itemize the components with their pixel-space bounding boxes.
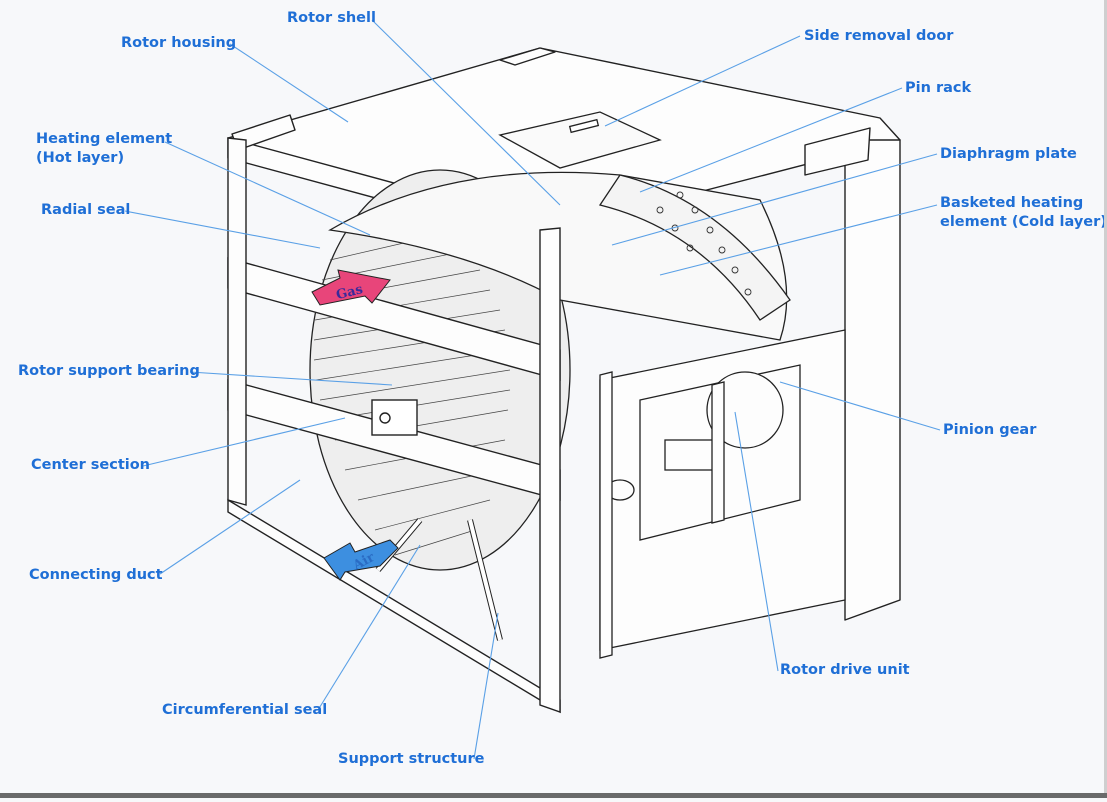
- leader-center-section: [142, 417, 346, 467]
- leader-side-removal-door: [604, 35, 801, 127]
- leader-connecting-duct: [159, 479, 301, 575]
- label-basketed-cold-line2: element (Cold layer): [940, 214, 1107, 230]
- label-center-section: Center section: [31, 457, 151, 473]
- leader-rotor-shell: [371, 19, 561, 206]
- drive-motor: [664, 439, 716, 471]
- door-handle: [568, 118, 600, 134]
- drive-post-left: [599, 371, 613, 659]
- label-rotor-support-bearing: Rotor support bearing: [18, 363, 200, 379]
- label-pinion-gear: Pinion gear: [943, 422, 1037, 438]
- leader-radial-seal: [124, 210, 321, 249]
- label-radial-seal: Radial seal: [41, 202, 131, 218]
- leader-support-structure: [473, 612, 499, 760]
- leader-rotor-drive-unit: [734, 411, 779, 672]
- label-support-structure: Support structure: [338, 751, 485, 767]
- label-heating-element-hot-line2: (Hot layer): [36, 150, 125, 166]
- gas-flow-label: Gas: [335, 282, 365, 303]
- label-heating-element-hot: Heating element (Hot layer): [36, 130, 172, 168]
- leader-heating-element-hot: [164, 141, 371, 236]
- label-pin-rack: Pin rack: [905, 80, 972, 96]
- leader-rotor-housing: [229, 43, 349, 123]
- label-diaphragm-plate: Diaphragm plate: [940, 146, 1077, 162]
- page-edge: [1104, 0, 1107, 798]
- drive-post-right: [711, 381, 725, 524]
- label-basketed-heating-element-cold: Basketed heating element (Cold layer): [940, 194, 1107, 232]
- leader-diaphragm-plate: [611, 153, 938, 246]
- leader-basketed-cold: [659, 204, 938, 276]
- rotor-support-bearing: [371, 399, 418, 436]
- housing-top-lip-right: [804, 127, 871, 176]
- leader-rotor-support-bearing: [189, 371, 393, 386]
- leader-pinion-gear: [779, 381, 941, 431]
- pinion-gear: [706, 371, 784, 449]
- housing-left-frame: [227, 137, 247, 506]
- leader-pin-rack: [639, 87, 903, 193]
- scan-bottom-edge: [0, 793, 1107, 798]
- label-side-removal-door: Side removal door: [804, 28, 954, 44]
- leader-circumferential-seal: [317, 544, 421, 711]
- label-basketed-cold-line1: Basketed heating: [940, 195, 1084, 211]
- housing-back-rail: [499, 47, 556, 66]
- side-removal-door: [498, 111, 662, 169]
- label-rotor-drive-unit: Rotor drive unit: [780, 662, 910, 678]
- pin-rack-holes: [656, 191, 752, 296]
- gas-flow-arrow: Gas: [311, 269, 391, 306]
- label-heating-element-hot-line1: Heating element: [36, 131, 173, 147]
- housing-right-frame: [844, 139, 901, 621]
- label-connecting-duct: Connecting duct: [29, 567, 163, 583]
- leader-lines: [124, 19, 941, 760]
- label-rotor-shell: Rotor shell: [287, 10, 376, 26]
- label-circumferential-seal: Circumferential seal: [162, 702, 328, 718]
- label-rotor-housing: Rotor housing: [121, 35, 237, 51]
- pin-rack-band: [598, 174, 791, 321]
- housing-front-post: [539, 227, 561, 713]
